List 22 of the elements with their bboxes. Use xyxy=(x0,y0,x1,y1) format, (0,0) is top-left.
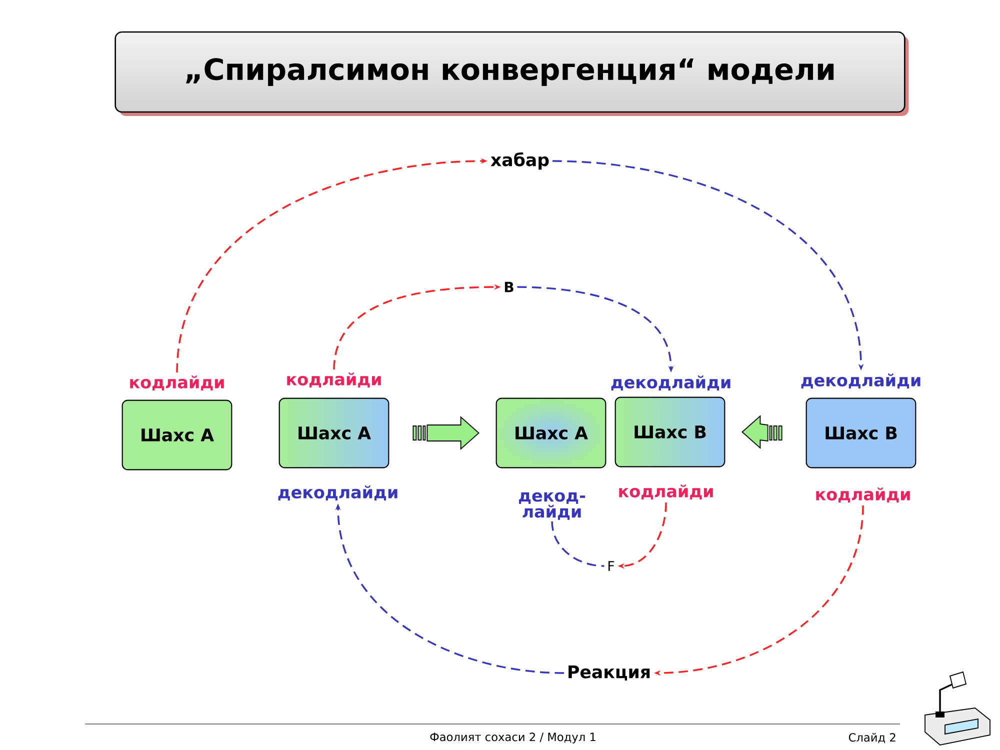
footer-text: Фаолият сохаси 2 / Модул 1 xyxy=(430,732,596,744)
encoding-label: кодлайди xyxy=(287,372,381,388)
block-arrow xyxy=(742,414,782,450)
person-box: Шахс A xyxy=(122,400,232,470)
text-label: B xyxy=(504,282,514,292)
encoding-label: кодлайди xyxy=(130,376,224,391)
person-box: Шахс B xyxy=(614,396,726,468)
decoding-label: декодлайди xyxy=(801,374,920,389)
person-box: Шахс A xyxy=(496,398,606,468)
title-banner: „Спиралсимон конвергенция“ модели xyxy=(114,31,909,116)
text-label: F xyxy=(608,561,614,571)
text-label: хабар xyxy=(490,152,549,170)
encoding-label: кодлайди xyxy=(619,484,713,500)
encoding-label: кодлайди xyxy=(816,488,910,503)
decoding-label: декодлайди xyxy=(278,486,398,501)
block-arrow xyxy=(412,416,480,450)
decoding-label: декод- лайди xyxy=(519,492,586,520)
decoding-label: декодлайди xyxy=(611,376,730,391)
person-box: Шахс B xyxy=(806,398,916,468)
text-label: Реакция xyxy=(568,666,650,681)
person-box: Шахс A xyxy=(278,398,390,468)
footer-text: Слайд 2 xyxy=(848,732,896,744)
